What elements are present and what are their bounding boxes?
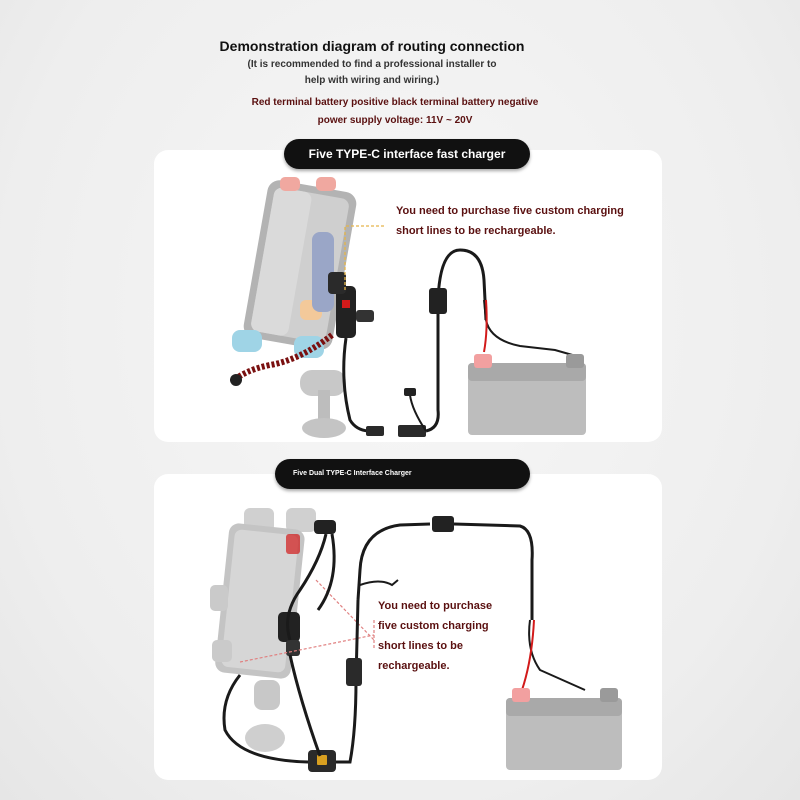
section1-braided-cable <box>229 332 334 386</box>
section1-dotted-leader <box>344 225 384 290</box>
section2-cables <box>222 516 586 764</box>
diagram-title: Demonstration diagram of routing connect… <box>219 38 525 54</box>
section1-phone-mount <box>232 177 357 438</box>
voltage-note: power supply voltage: 11V ~ 20V <box>317 115 473 126</box>
section1-charger-module <box>328 272 374 338</box>
section1-note-line-2: short lines to be rechargeable. <box>396 225 556 237</box>
section2-label: Five Dual TYPE-C Interface Charger <box>275 459 530 489</box>
section2-note-line-3: short lines to be <box>378 640 463 652</box>
section2-note-line-2: five custom charging <box>378 620 489 632</box>
section2-phone-mount <box>210 508 316 752</box>
installer-note-line-2: help with wiring and wiring.) <box>304 75 440 86</box>
section2-note-line-4: rechargeable. <box>378 660 450 672</box>
section1-cables <box>342 248 577 437</box>
section1-label: Five TYPE-C interface fast charger <box>284 139 530 169</box>
installer-note-line-1: (It is recommended to find a professiona… <box>247 59 497 70</box>
section1-battery <box>468 354 586 435</box>
section2-battery <box>506 688 622 770</box>
section1-note-line-1: You need to purchase five custom chargin… <box>396 205 624 217</box>
section2-dotted-leader <box>239 579 375 663</box>
terminal-note: Red terminal battery positive black term… <box>251 97 539 108</box>
section2-note-line-1: You need to purchase <box>378 600 493 612</box>
